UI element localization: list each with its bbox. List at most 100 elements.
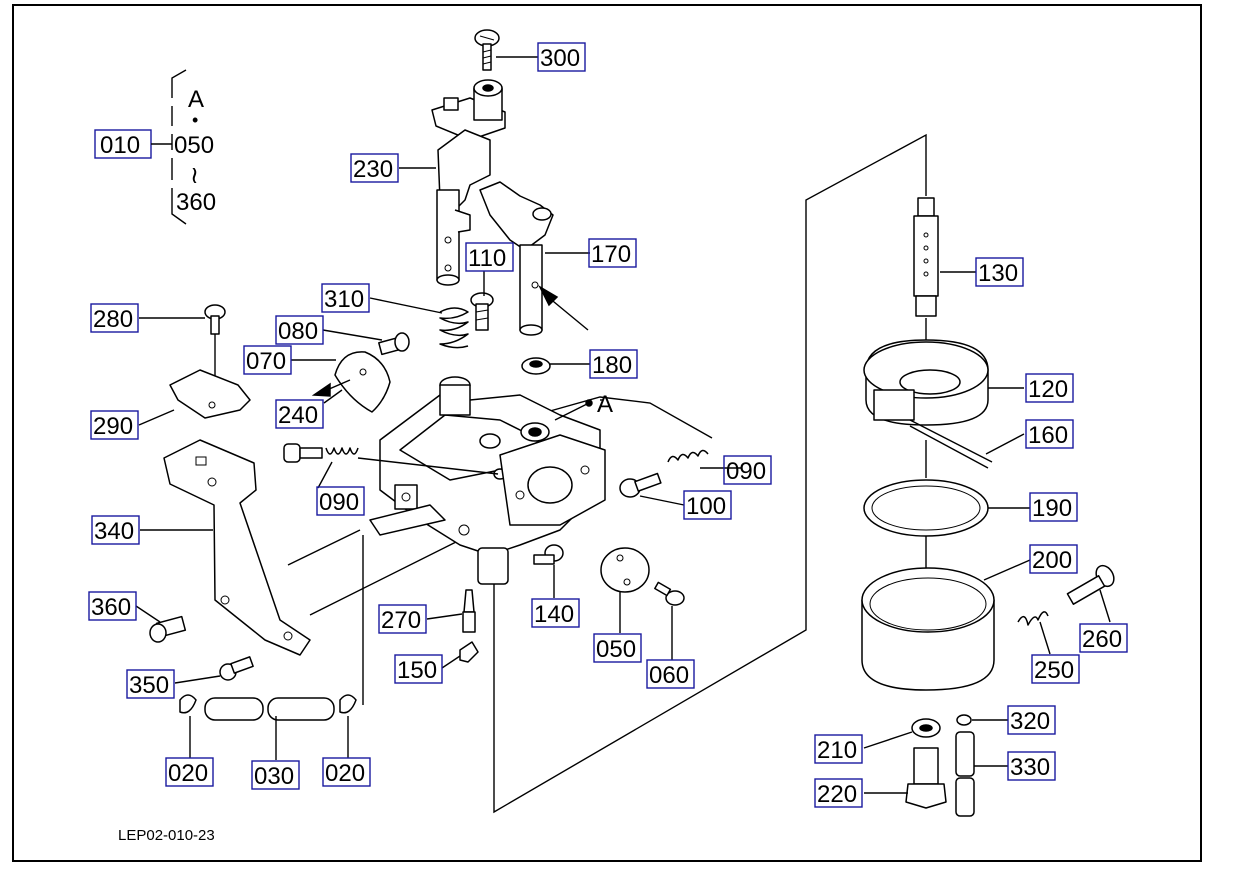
callout-050: 050 xyxy=(593,633,642,663)
callout-030: 030 xyxy=(251,760,300,790)
svg-text:340: 340 xyxy=(94,518,134,545)
part-070-plate xyxy=(311,351,391,413)
part-130-nozzle xyxy=(913,197,939,317)
callout-150: 150 xyxy=(394,654,443,684)
part-300-screw xyxy=(474,29,500,71)
part-100-screw xyxy=(619,472,662,498)
svg-text:130: 130 xyxy=(978,260,1018,287)
callout-020-right: 020 xyxy=(322,757,371,787)
callout-360: 360 xyxy=(88,591,137,621)
callout-130: 130 xyxy=(975,257,1024,287)
part-090-spring-right xyxy=(667,449,709,463)
carburetor-body xyxy=(369,376,606,585)
part-090-spring-left xyxy=(283,443,499,475)
svg-text:150: 150 xyxy=(397,657,437,684)
callout-110: 110 xyxy=(465,242,514,272)
svg-text:280: 280 xyxy=(93,306,133,333)
callout-090-left: 090 xyxy=(316,486,365,516)
part-170-choke-shaft xyxy=(479,181,589,336)
part-060-screw xyxy=(654,581,685,606)
part-110-screw xyxy=(470,292,494,331)
part-250-spring xyxy=(1017,611,1049,626)
callout-270: 270 xyxy=(378,604,427,634)
svg-text:300: 300 xyxy=(540,45,580,72)
part-360-screw xyxy=(149,615,187,643)
svg-text:230: 230 xyxy=(353,156,393,183)
svg-text:090: 090 xyxy=(726,458,766,485)
svg-text:110: 110 xyxy=(468,245,506,272)
callout-180: 180 xyxy=(589,349,638,379)
svg-text:210: 210 xyxy=(817,737,857,764)
svg-text:120: 120 xyxy=(1028,376,1068,403)
svg-text:160: 160 xyxy=(1028,422,1068,449)
part-050-disc xyxy=(600,547,650,593)
part-200-bowl xyxy=(861,567,995,691)
callout-070: 070 xyxy=(243,345,292,375)
group-item-050: 050 xyxy=(174,132,214,159)
callout-060: 060 xyxy=(646,659,695,689)
svg-text:070: 070 xyxy=(246,348,286,375)
callout-200: 200 xyxy=(1029,544,1078,574)
part-080-screw xyxy=(378,332,410,356)
svg-text:310: 310 xyxy=(324,286,364,313)
callout-140: 140 xyxy=(531,598,580,628)
svg-text:260: 260 xyxy=(1082,626,1122,653)
callout-190: 190 xyxy=(1029,492,1078,522)
svg-text:180: 180 xyxy=(592,352,632,379)
callouts: 300 230 110 170 310 280 080 070 180 240 … xyxy=(88,42,1128,808)
callout-080: 080 xyxy=(275,315,324,345)
group-label: 010 A • 050 ≀ 360 xyxy=(94,69,216,225)
svg-text:190: 190 xyxy=(1032,495,1072,522)
svg-text:020: 020 xyxy=(325,760,365,787)
callout-250: 250 xyxy=(1031,654,1080,684)
callout-leaders xyxy=(135,56,1111,794)
svg-text:200: 200 xyxy=(1032,547,1072,574)
callout-160: 160 xyxy=(1025,419,1074,449)
callout-020-left: 020 xyxy=(165,757,214,787)
svg-text:020: 020 xyxy=(168,760,208,787)
svg-text:240: 240 xyxy=(278,402,318,429)
svg-text:220: 220 xyxy=(817,781,857,808)
callout-240: 240 xyxy=(275,399,324,429)
svg-text:320: 320 xyxy=(1010,708,1050,735)
figure-code: LEP02-010-23 xyxy=(118,827,215,844)
part-270-needle xyxy=(462,589,476,633)
svg-text:030: 030 xyxy=(254,763,294,790)
svg-text:330: 330 xyxy=(1010,754,1050,781)
callout-260: 260 xyxy=(1079,623,1128,653)
callout-170: 170 xyxy=(588,238,637,268)
callout-310: 310 xyxy=(321,283,370,313)
svg-text:100: 100 xyxy=(686,493,726,520)
svg-text:090: 090 xyxy=(319,489,359,516)
part-340-bracket xyxy=(163,439,311,656)
part-230-throttle-shaft xyxy=(431,79,506,286)
svg-text:290: 290 xyxy=(93,413,133,440)
callout-340: 340 xyxy=(91,515,140,545)
group-item-range: ≀ xyxy=(190,162,199,189)
callout-350: 350 xyxy=(126,669,175,699)
callout-220: 220 xyxy=(814,778,863,808)
part-210-washer xyxy=(911,718,941,738)
callout-320: 320 xyxy=(1007,705,1056,735)
part-140-screw xyxy=(533,544,564,565)
svg-text:360: 360 xyxy=(91,594,131,621)
part-180-washer xyxy=(521,357,551,375)
part-280-screw xyxy=(204,304,226,335)
callout-210: 210 xyxy=(814,734,863,764)
part-160-pin xyxy=(909,419,993,469)
part-320-oring xyxy=(956,714,972,726)
svg-text:270: 270 xyxy=(381,607,421,634)
callout-280: 280 xyxy=(90,303,139,333)
callout-290: 290 xyxy=(90,410,139,440)
part-310-spring xyxy=(439,307,469,349)
assembly-lines xyxy=(214,133,927,814)
svg-text:350: 350 xyxy=(129,672,169,699)
svg-text:170: 170 xyxy=(591,241,631,268)
callout-100: 100 xyxy=(683,490,732,520)
svg-text:140: 140 xyxy=(534,601,574,628)
callout-330: 330 xyxy=(1007,751,1056,781)
svg-text:060: 060 xyxy=(649,662,689,689)
reference-marker: A xyxy=(597,391,613,418)
part-330-pin xyxy=(955,731,975,817)
